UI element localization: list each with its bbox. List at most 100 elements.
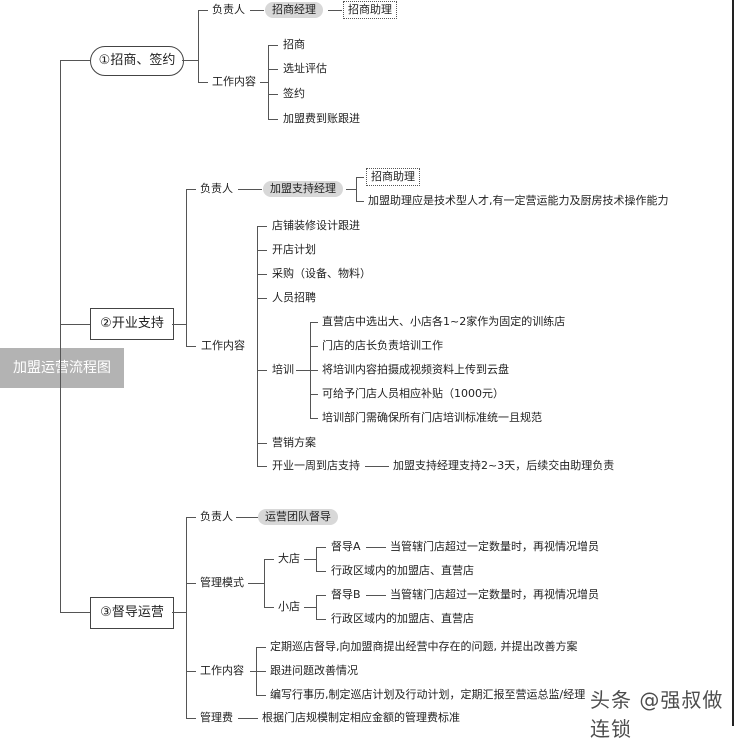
connector — [238, 718, 258, 719]
connector — [316, 571, 326, 572]
s1-work-item: 签约 — [283, 87, 305, 100]
connector — [304, 607, 316, 608]
connector — [256, 671, 266, 672]
connector — [198, 10, 208, 11]
connector — [268, 69, 278, 70]
s2-work-item-training: 培训 — [272, 363, 294, 376]
s2-owner: 加盟支持经理 — [263, 181, 343, 197]
connector — [366, 595, 386, 596]
s3-work-item: 定期巡店督导,向加盟商提出经营中存在的问题, 并提出改善方案 — [270, 640, 578, 653]
connector — [172, 324, 186, 325]
connector — [182, 60, 198, 61]
training-item: 培训部门需确保所有门店培训标准统一且规范 — [322, 411, 542, 424]
right-edge-border — [732, 0, 734, 726]
connector — [250, 671, 256, 672]
connector — [198, 82, 208, 83]
s2-owner-label: 负责人 — [200, 182, 233, 195]
connector — [365, 466, 389, 467]
connector — [257, 443, 267, 444]
s2-work-item: 开业一周到店支持 — [272, 459, 360, 472]
region-note-b: 行政区域内的加盟店、直营店 — [331, 612, 474, 625]
connector — [304, 559, 316, 560]
s3-work-item: 编写行事历,制定巡店计划及行动计划，定期汇报至营运总监/经理 — [270, 688, 586, 701]
connector — [186, 189, 196, 190]
s3-fee-label: 管理费 — [200, 711, 233, 724]
connector — [268, 45, 278, 46]
connector — [264, 559, 274, 560]
connector — [260, 82, 268, 83]
connector — [356, 177, 364, 178]
connector — [316, 547, 326, 548]
connector — [257, 370, 267, 371]
s3-owner: 运营团队督导 — [258, 509, 338, 525]
supervisor-b: 督导B — [331, 588, 361, 601]
connector — [186, 346, 196, 347]
connector — [264, 559, 265, 607]
s2-work-item: 开店计划 — [272, 243, 316, 256]
s3-work-label: 工作内容 — [200, 664, 244, 677]
connector — [296, 370, 310, 371]
connector — [257, 466, 267, 467]
connector — [316, 619, 326, 620]
connector — [186, 718, 196, 719]
connector — [238, 189, 262, 190]
connector — [257, 226, 267, 227]
supervisor-a: 督导A — [331, 540, 361, 553]
connector — [316, 595, 326, 596]
connector — [310, 322, 318, 323]
watermark: 头条 @强叔做连锁 — [590, 688, 724, 741]
connector — [60, 324, 90, 325]
connector — [346, 189, 356, 190]
connector — [310, 370, 318, 371]
connector — [356, 201, 364, 202]
small-store-label: 小店 — [278, 600, 300, 613]
connector — [257, 274, 267, 275]
s3-fee-note: 根据门店规模制定相应金额的管理费标准 — [262, 711, 460, 724]
connector — [257, 226, 258, 466]
root-node: 加盟运营流程图 — [0, 348, 124, 388]
connector — [186, 583, 196, 584]
training-item: 将培训内容拍摄成视频资料上传到云盘 — [322, 363, 509, 376]
s1-owner-label: 负责人 — [212, 3, 245, 16]
connector — [366, 547, 386, 548]
training-item: 门店的店长负责培训工作 — [322, 339, 443, 352]
connector — [257, 298, 267, 299]
s2-work-item: 采购（设备、物料） — [272, 267, 371, 280]
training-item: 可给予门店人员相应补贴（1000元） — [322, 387, 504, 400]
connector — [316, 595, 317, 619]
s2-work-item: 店铺装修设计跟进 — [272, 219, 360, 232]
connector — [264, 607, 274, 608]
connector — [250, 10, 264, 11]
connector — [186, 517, 196, 518]
connector — [186, 189, 187, 346]
connector — [268, 45, 269, 119]
connector — [248, 583, 264, 584]
s1-work-label: 工作内容 — [212, 75, 256, 88]
large-store-label: 大店 — [278, 552, 300, 565]
connector — [198, 10, 199, 82]
main-spine — [60, 60, 61, 612]
connector — [60, 60, 90, 61]
s1-work-item: 选址评估 — [283, 62, 327, 75]
connector — [186, 671, 196, 672]
connector — [356, 177, 357, 201]
s3-mode-label: 管理模式 — [200, 576, 244, 589]
s2-work-label: 工作内容 — [201, 339, 245, 352]
s1-owner: 招商经理 — [265, 2, 323, 18]
connector — [256, 695, 266, 696]
connector — [172, 612, 186, 613]
connector — [310, 346, 318, 347]
section-2-node: ②开业支持 — [90, 308, 174, 340]
s3-owner-label: 负责人 — [200, 510, 233, 523]
region-note-a: 行政区域内的加盟店、直营店 — [331, 564, 474, 577]
supervisor-a-note: 当管辖门店超过一定数量时，再视情况增员 — [390, 540, 599, 553]
connector — [310, 418, 318, 419]
training-item: 直营店中选出大、小店各1~2家作为固定的训练店 — [322, 315, 566, 328]
connector — [236, 517, 258, 518]
s2-opening-note: 加盟支持经理支持2~3天，后续交由助理负责 — [393, 459, 615, 472]
s1-work-item: 加盟费到账跟进 — [283, 112, 360, 125]
connector — [60, 612, 90, 613]
s2-assistant-note: 加盟助理应是技术型人才,有一定营运能力及厨房技术操作能力 — [368, 194, 669, 207]
connector — [256, 647, 266, 648]
s1-assistant: 招商助理 — [343, 1, 397, 19]
